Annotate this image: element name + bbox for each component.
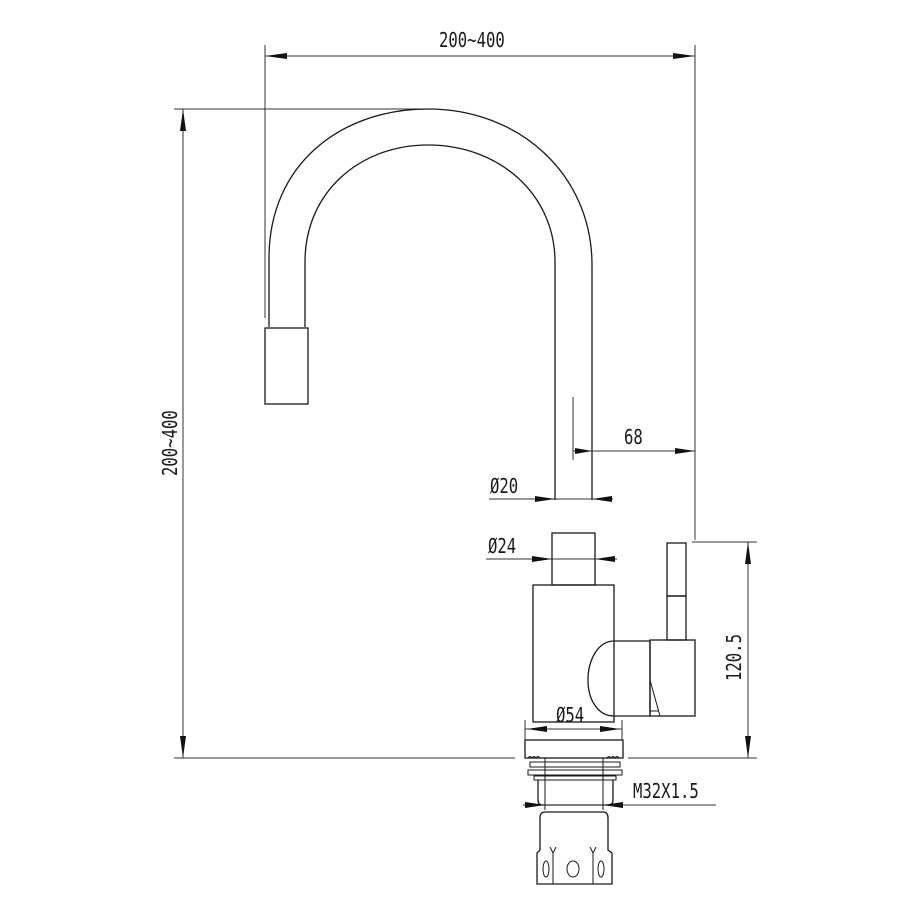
- dim-handle-offset: [572, 397, 695, 460]
- body: [532, 584, 615, 723]
- dim-body: [524, 720, 623, 740]
- dim-spout-tube: [489, 496, 613, 502]
- spout: [264, 108, 593, 500]
- base-flange: [524, 739, 624, 759]
- dim-spout-reach: [264, 45, 696, 540]
- lever-handle: [587, 542, 696, 717]
- dim-spout-height: [174, 108, 515, 759]
- label-thread: M32X1.5: [633, 779, 699, 803]
- dim-thread: [523, 802, 716, 808]
- mounting-shank: [527, 758, 623, 810]
- dim-body-height: [628, 541, 757, 759]
- label-handle-offset: 68: [624, 425, 643, 449]
- label-body-height: 120.5: [722, 634, 746, 681]
- label-spout-tube-diameter: Ø20: [490, 474, 519, 498]
- bottom-nut: [536, 811, 613, 885]
- label-spout-height: 200~400: [158, 410, 182, 476]
- label-body-diameter: Ø54: [556, 703, 585, 727]
- dim-neck: [486, 556, 617, 562]
- label-spout-reach: 200~400: [439, 28, 505, 52]
- label-neck-diameter: Ø24: [488, 534, 517, 558]
